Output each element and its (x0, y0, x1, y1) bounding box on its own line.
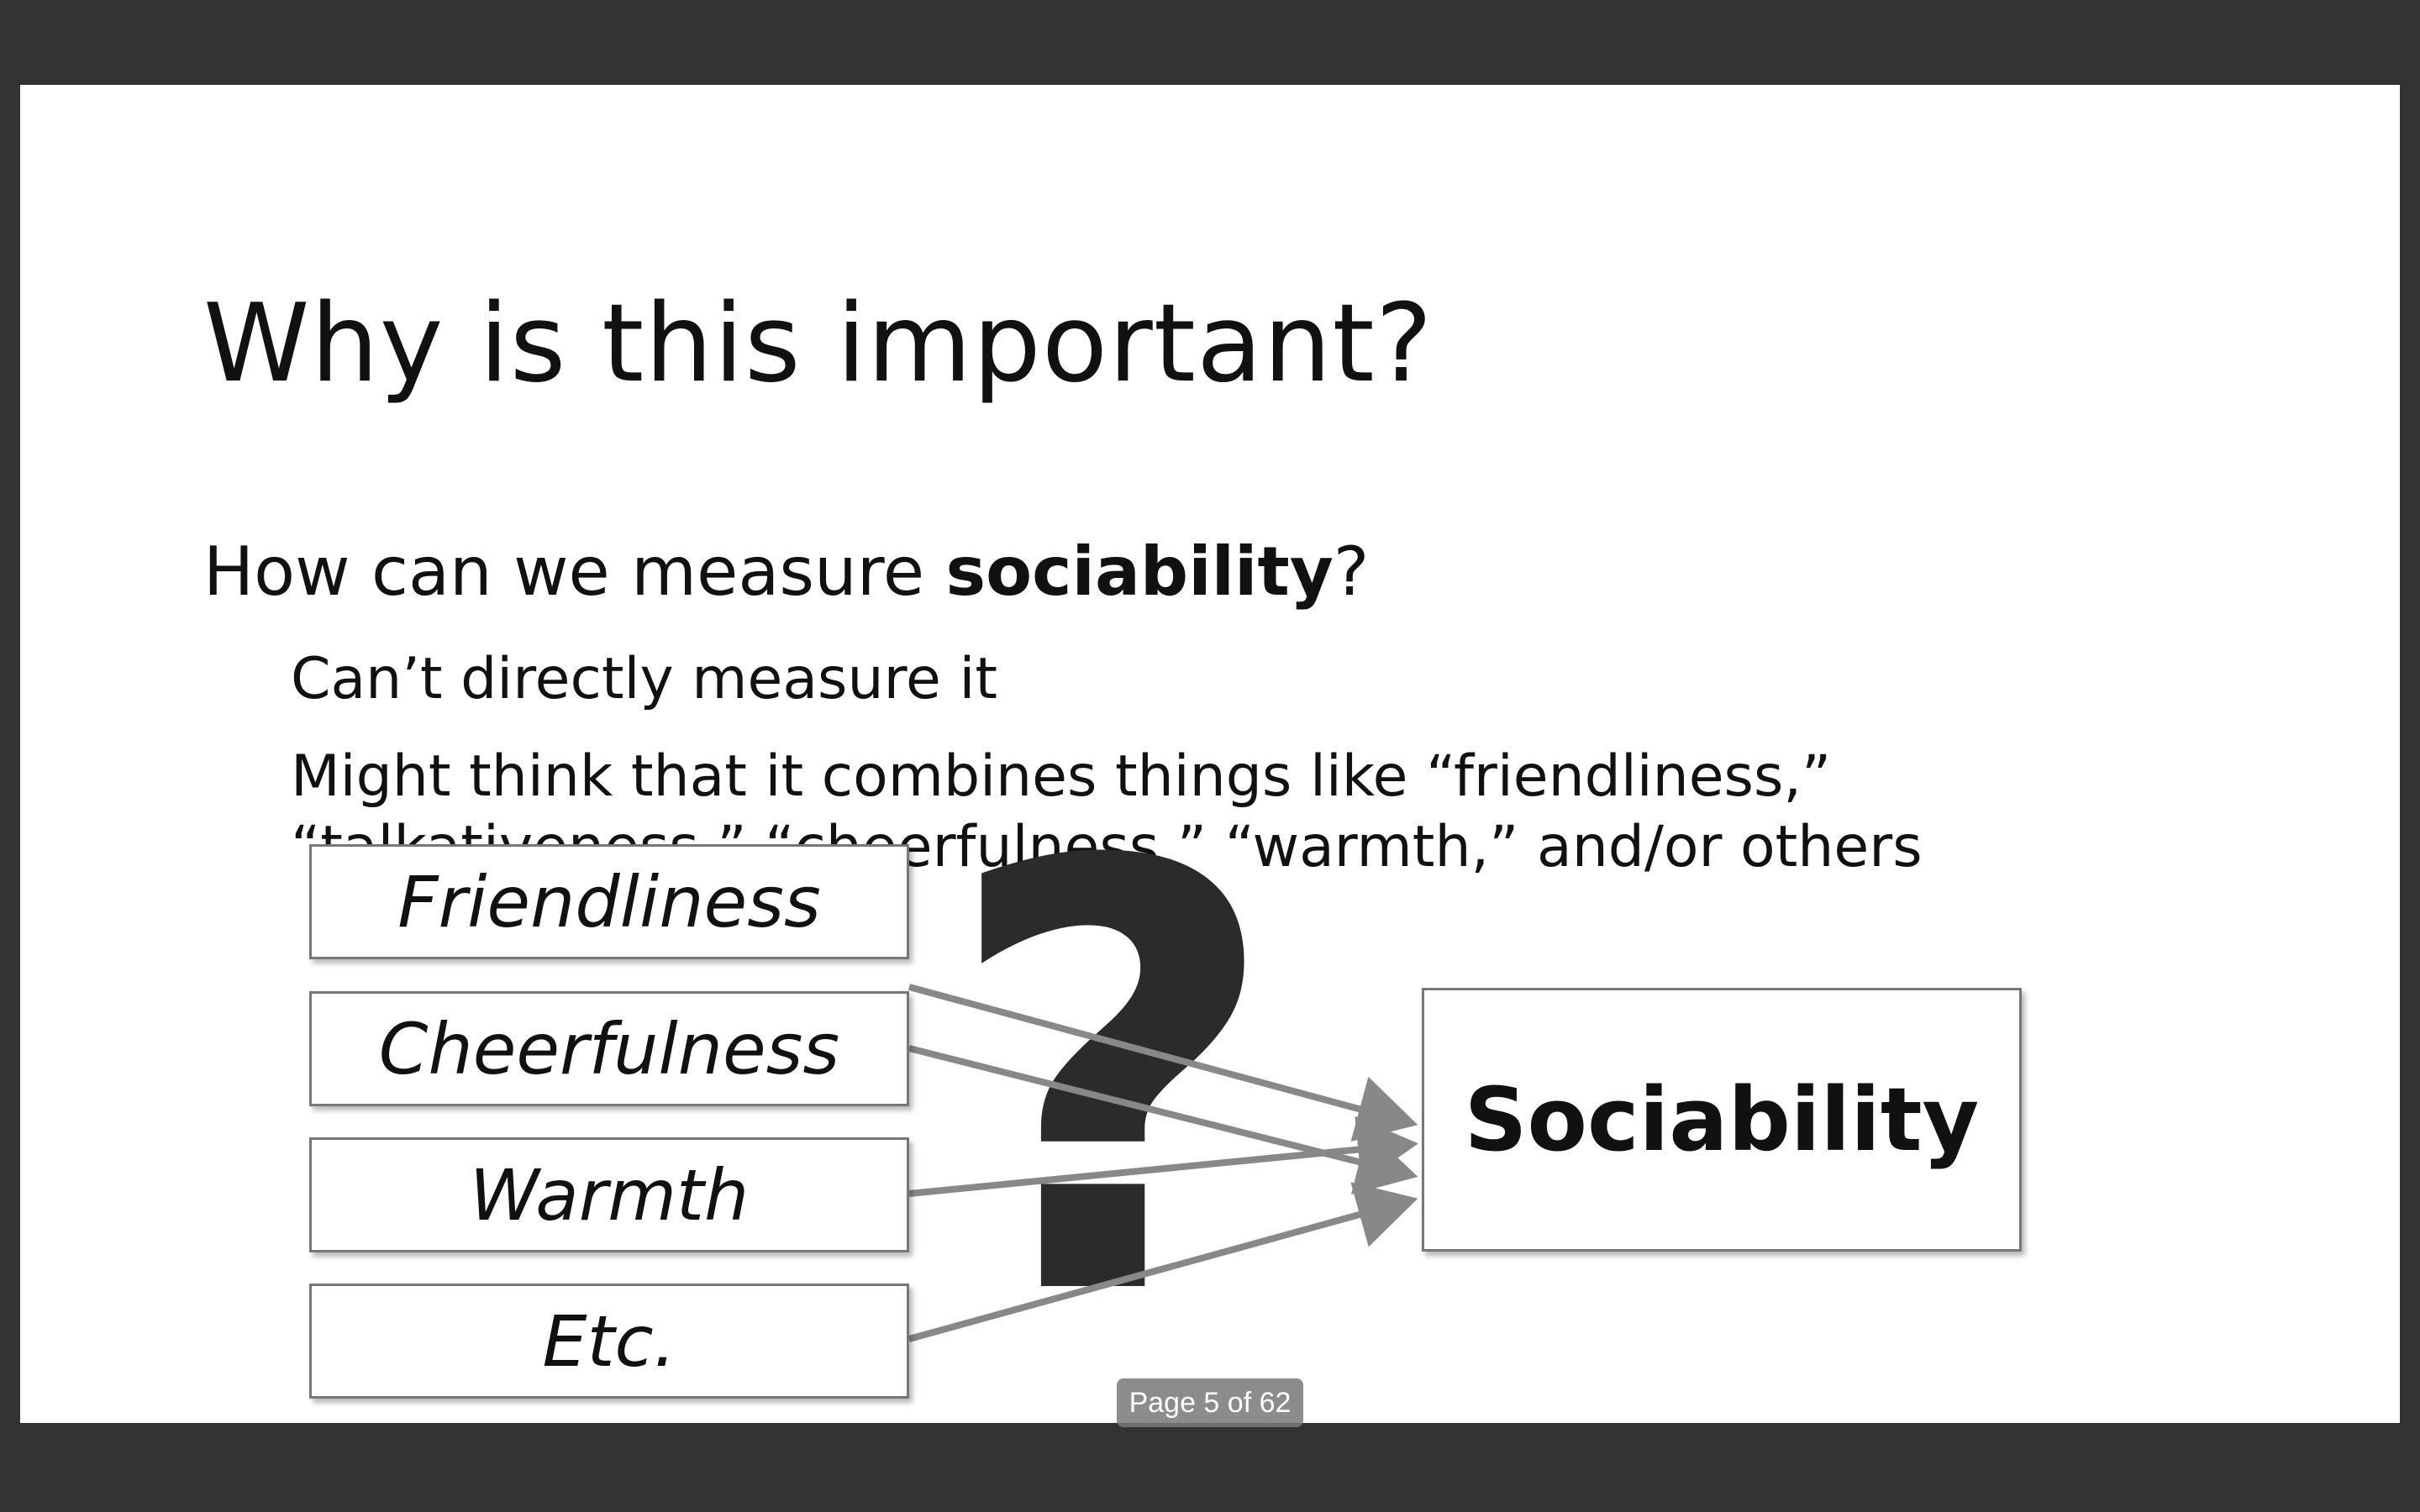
question-emphasis: sociability (945, 533, 1334, 611)
facet-box-etc: Etc. (309, 1284, 909, 1399)
arrow-etc (908, 1182, 1418, 1342)
page-indicator: Page 5 of 62 (1117, 1378, 1303, 1427)
slide-page: Why is this important? How can we measur… (20, 85, 2400, 1423)
facet-box-friendliness: Friendliness (309, 844, 909, 959)
sub-bullet-cannot-measure: Can’t directly measure it (291, 646, 998, 712)
bullet-question: How can we measure sociability? (203, 538, 1369, 606)
sub-bullet-combines-line-1: Might think that it combines things like… (291, 743, 1832, 810)
arrow-friendliness (908, 984, 1418, 1142)
arrow-warmth (908, 1116, 1418, 1197)
facet-box-warmth: Warmth (309, 1137, 909, 1252)
slide-title: Why is this important? (203, 281, 1434, 407)
question-suffix: ? (1333, 533, 1370, 611)
target-box-sociability: Sociability (1422, 988, 2022, 1252)
arrow-cheerfulness (908, 1045, 1418, 1195)
question-prefix: How can we measure (203, 533, 946, 611)
facet-box-cheerfulness: Cheerfulness (309, 991, 909, 1106)
